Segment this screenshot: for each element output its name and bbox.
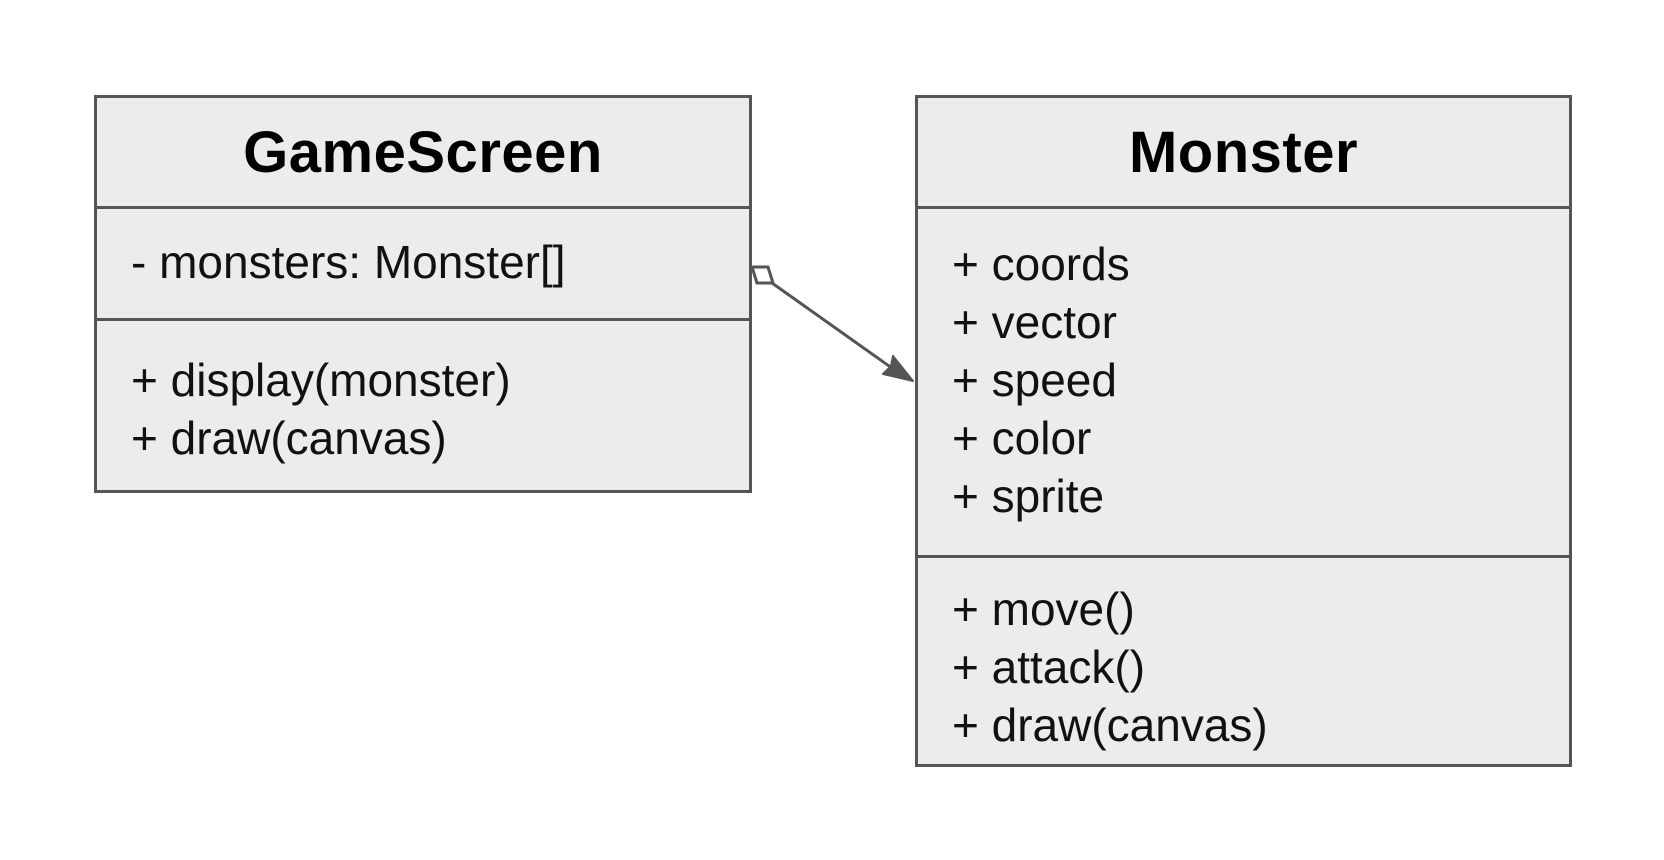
class-name-monster: Monster	[1128, 119, 1359, 185]
class-box-gamescreen: GameScreen - monsters: Monster[] + displ…	[94, 95, 752, 493]
operation-attack: + attack()	[952, 641, 1146, 693]
class-box-monster: Monster + coords + vector + speed + colo…	[915, 95, 1572, 767]
operation-display: + display(monster)	[131, 354, 511, 406]
attribute-coords: + coords	[952, 238, 1130, 290]
operation-move: + move()	[952, 583, 1135, 635]
operations-compartment-monster: + move() + attack() + draw(canvas)	[918, 555, 1569, 754]
operation-draw: + draw(canvas)	[952, 699, 1268, 751]
attribute-vector: + vector	[952, 296, 1117, 348]
aggregation-diamond-icon	[749, 265, 776, 285]
class-name-gamescreen: GameScreen	[243, 119, 603, 185]
attribute-sprite: + sprite	[952, 470, 1105, 522]
association-line	[771, 281, 907, 380]
operation-draw: + draw(canvas)	[131, 412, 447, 464]
attribute-monsters: - monsters: Monster[]	[131, 236, 566, 288]
attribute-speed: + speed	[952, 354, 1117, 406]
operations-compartment-gamescreen: + display(monster) + draw(canvas)	[97, 318, 749, 467]
attributes-compartment-monster: + coords + vector + speed + color + spri…	[918, 206, 1569, 555]
attributes-compartment-gamescreen: - monsters: Monster[]	[97, 206, 749, 318]
arrowhead-icon	[882, 355, 914, 382]
attribute-color: + color	[952, 412, 1092, 464]
